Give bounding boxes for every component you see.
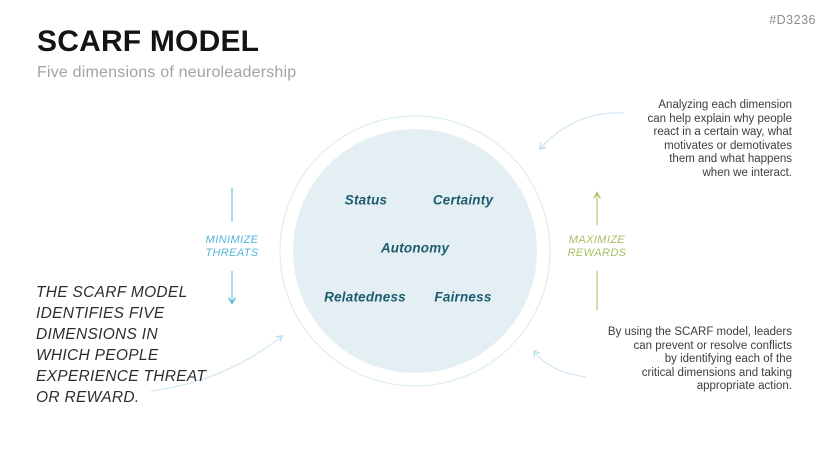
- rotation-arc-bottom-right-icon: [533, 349, 587, 378]
- scarf-statement: THE SCARF MODEL IDENTIFIES FIVE DIMENSIO…: [36, 284, 207, 406]
- minimize-threats-label: MINIMIZE THREATS: [205, 234, 259, 259]
- outer-ring-circle: [279, 115, 551, 387]
- maximize-rewards-label: MAXIMIZE REWARDS: [567, 234, 627, 259]
- dimension-certainty: Certainty: [432, 192, 494, 208]
- dimension-autonomy: Autonomy: [380, 240, 450, 256]
- template-id-tag: #D3236: [769, 13, 816, 27]
- dimension-relatedness: Relatedness: [324, 289, 406, 305]
- dimension-fairness: Fairness: [434, 289, 492, 305]
- note-using-scarf-model: By using the SCARF model, leaders can pr…: [607, 326, 792, 393]
- dimension-status: Status: [344, 192, 388, 208]
- scarf-circle: [293, 129, 537, 373]
- rotation-arc-bottom-left-icon: [150, 335, 284, 392]
- page-title: SCARF MODEL: [37, 25, 260, 58]
- note-analyzing-dimensions: Analyzing each dimension can help explai…: [647, 99, 793, 179]
- page-subtitle: Five dimensions of neuroleadership: [37, 64, 297, 81]
- rotation-arc-top-right-icon: [538, 112, 625, 151]
